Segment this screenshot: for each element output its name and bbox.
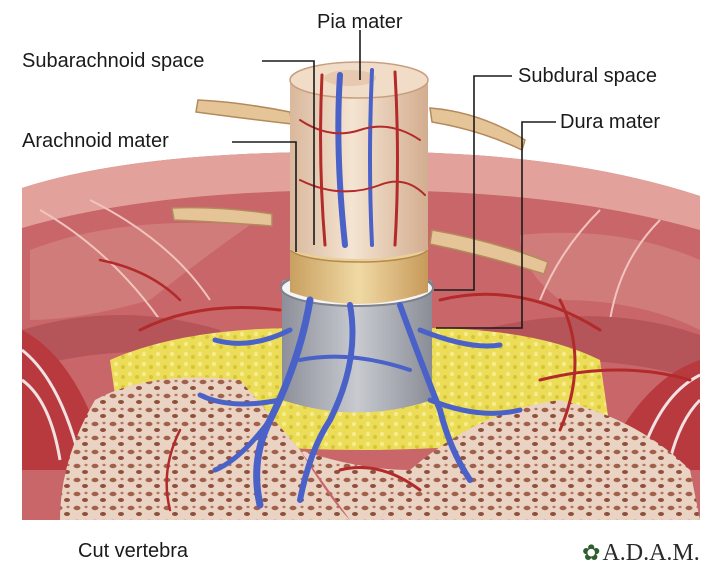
label-arachnoid-mater: Arachnoid mater xyxy=(22,130,169,152)
leaf-icon: ✿ xyxy=(582,540,601,565)
spinal-cord xyxy=(289,61,429,259)
arteries xyxy=(98,70,692,512)
adam-logo: ✿A.D.A.M. xyxy=(582,540,700,567)
label-subdural-space: Subdural space xyxy=(518,65,657,87)
cut-vertebra-bone xyxy=(60,377,700,520)
label-subarachnoid-space: Subarachnoid space xyxy=(22,50,205,72)
label-cut-vertebra: Cut vertebra xyxy=(78,540,189,562)
nerve-roots xyxy=(171,99,549,275)
label-dura-mater: Dura mater xyxy=(560,111,661,133)
label-pia-mater: Pia mater xyxy=(317,11,403,33)
veins xyxy=(197,68,523,509)
leader-lines xyxy=(232,30,556,329)
logo-text: A.D.A.M. xyxy=(602,540,700,566)
